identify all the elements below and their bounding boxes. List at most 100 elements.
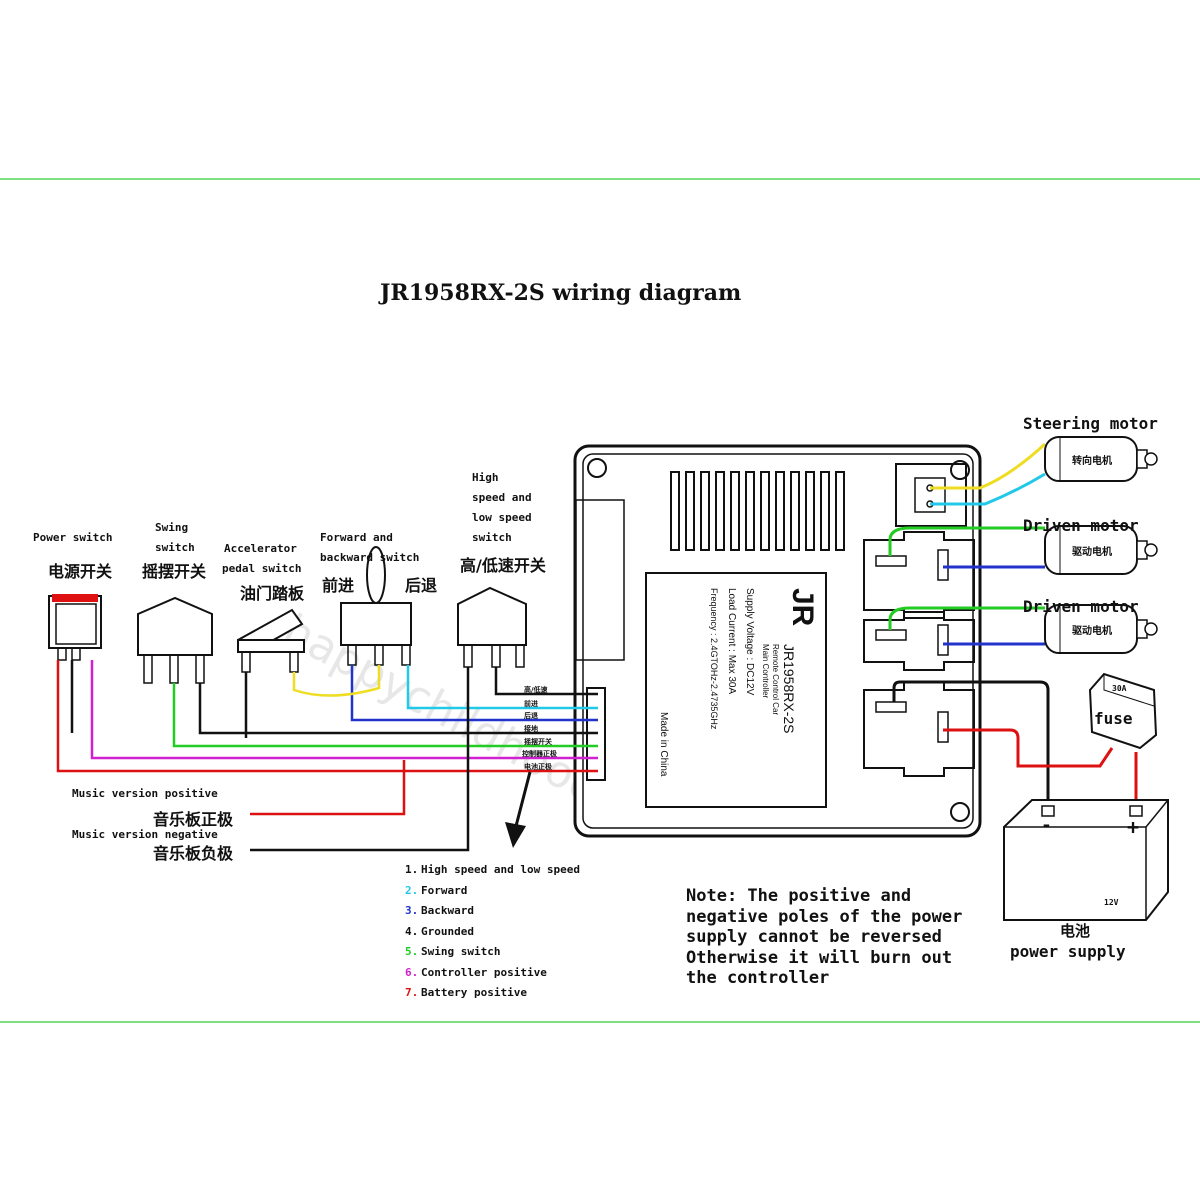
swing-switch-label-2: switch [155, 541, 195, 554]
wire-speed [494, 667, 598, 696]
motor-wires [888, 442, 1138, 808]
swing-switch-cn: 摇摆开关 [142, 562, 207, 581]
driven-motor-2 [1044, 604, 1158, 654]
wire-swing [172, 683, 598, 748]
forward-backward-switch [340, 546, 412, 666]
wire-backward [350, 665, 598, 722]
wire-music-positive [250, 760, 406, 816]
steering-connector [895, 463, 967, 527]
legend-item-number: 4. [405, 924, 419, 938]
speed-switch [457, 586, 527, 668]
note-line-4: Otherwise it will burn out [686, 947, 953, 968]
swing-switch-label-1: Swing [155, 521, 189, 534]
wire-accelerator-link [292, 665, 381, 697]
legend-item-number: 6. [405, 965, 419, 979]
controller-frequency: Frequency : 2.4GTOHz-2.4735GHz [709, 588, 719, 730]
steering-motor-tag: 转向电机 [1072, 456, 1112, 467]
note-line-3: supply cannot be reversed [686, 927, 942, 947]
backward-cn: 后退 [405, 576, 438, 595]
fwd-bwd-label-2: backward switch [320, 551, 420, 564]
battery [1003, 799, 1169, 921]
battery-minus: - [1041, 815, 1052, 836]
power-switch-cn: 电源开关 [48, 562, 113, 581]
power-switch-label: Power switch [33, 531, 113, 544]
driven-motor-1-tag: 驱动电机 [1072, 547, 1112, 558]
legend-item: 7.Battery positive [405, 983, 580, 1004]
legend-item: 3.Backward [405, 901, 580, 922]
legend-item-text: Grounded [421, 924, 474, 938]
wire-forward [406, 665, 598, 710]
accelerator-label-2: pedal switch [222, 562, 302, 575]
legend-item: 2.Forward [405, 881, 580, 902]
fuse-label: fuse [1094, 709, 1133, 728]
steering-motor [1044, 436, 1158, 482]
speed-label-2: speed and [472, 491, 532, 504]
swing-switch [137, 596, 213, 684]
driven-motor-2-tag: 驱动电机 [1072, 626, 1112, 637]
wire-music-negative [250, 667, 470, 852]
legend-item-number: 5. [405, 945, 419, 958]
driven-connector-1 [863, 531, 975, 619]
driven-connector-2 [863, 611, 975, 671]
steering-motor-label: Steering motor [1023, 414, 1158, 433]
pin-label-4: 接地 [524, 725, 538, 733]
wire-battery-positive [56, 660, 598, 773]
speed-cn: 高/低速开关 [460, 556, 546, 575]
fuse-rating: 30A [1112, 684, 1127, 693]
legend-item-text: Backward [421, 904, 474, 917]
pin-label-2: 前进 [524, 700, 538, 708]
legend-item-text: Controller positive [421, 965, 547, 979]
battery-label: power supply [1010, 942, 1126, 961]
controller-brand: JR [786, 588, 819, 627]
legend-item-number: 3. [405, 904, 419, 917]
wire-ground [198, 683, 598, 735]
legend-item-number: 2. [405, 883, 419, 897]
note-line-2: negative poles of the power [686, 906, 963, 927]
music-positive-label: Music version positive [72, 787, 218, 800]
battery-plus: + [1127, 815, 1140, 839]
warning-note: Note: The positive and negative poles of… [686, 886, 962, 989]
page-title: JR1958RX-2S wiring diagram [380, 280, 742, 306]
controller-desc-1: Remote Control Car [771, 644, 780, 716]
legend-item-text: Forward [421, 883, 468, 897]
accelerator-label-1: Accelerator [224, 542, 297, 555]
forward-cn: 前进 [322, 576, 355, 595]
legend-item: 1.High speed and low speed [405, 860, 580, 881]
music-negative-cn: 音乐板负极 [153, 844, 234, 863]
legend-arrow [505, 771, 532, 848]
controller-voltage: Supply Voltage : DC12V [744, 588, 755, 696]
legend-item: 5.Swing switch [405, 942, 580, 963]
controller-origin: Made in China [658, 712, 669, 777]
pin-label-7: 电池正极 [524, 763, 552, 771]
note-line-1: Note: The positive and [686, 886, 912, 906]
music-positive-cn: 音乐板正极 [153, 810, 234, 829]
legend-item-text: Swing switch [421, 945, 501, 958]
battery-voltage: 12V [1104, 898, 1119, 907]
speed-label-4: switch [472, 531, 512, 544]
pin-label-6: 控制器正极 [522, 750, 557, 758]
controller-desc-2: Main Controller [761, 644, 770, 699]
driven-motor-1 [1044, 525, 1158, 575]
wire-controller-positive [90, 660, 598, 760]
controller-label-panel: JR JR1958RX-2S Remote Control Car Main C… [645, 572, 827, 808]
heatsink-fins [670, 471, 845, 551]
legend-item-number: 1. [405, 863, 419, 876]
note-line-5: the controller [686, 968, 830, 988]
control-wires [56, 660, 598, 852]
speed-label-1: High [472, 471, 499, 484]
driven-motor-1-label: Driven motor [1023, 516, 1139, 535]
fwd-bwd-label-1: Forward and [320, 531, 393, 544]
accelerator-pedal-switch [237, 608, 305, 673]
controller-current: Load Current : Max 30A [726, 588, 737, 695]
controller-model: JR1958RX-2S [781, 644, 797, 734]
music-negative-label: Music version negative [72, 828, 218, 841]
accelerator-cn: 油门踏板 [240, 584, 305, 603]
legend-item: 4.Grounded [405, 922, 580, 943]
driven-motor-2-label: Driven motor [1023, 597, 1139, 616]
pin-label-1: 高/低速 [524, 686, 548, 694]
legend-item: 6.Controller positive [405, 963, 580, 984]
speed-label-3: low speed [472, 511, 532, 524]
